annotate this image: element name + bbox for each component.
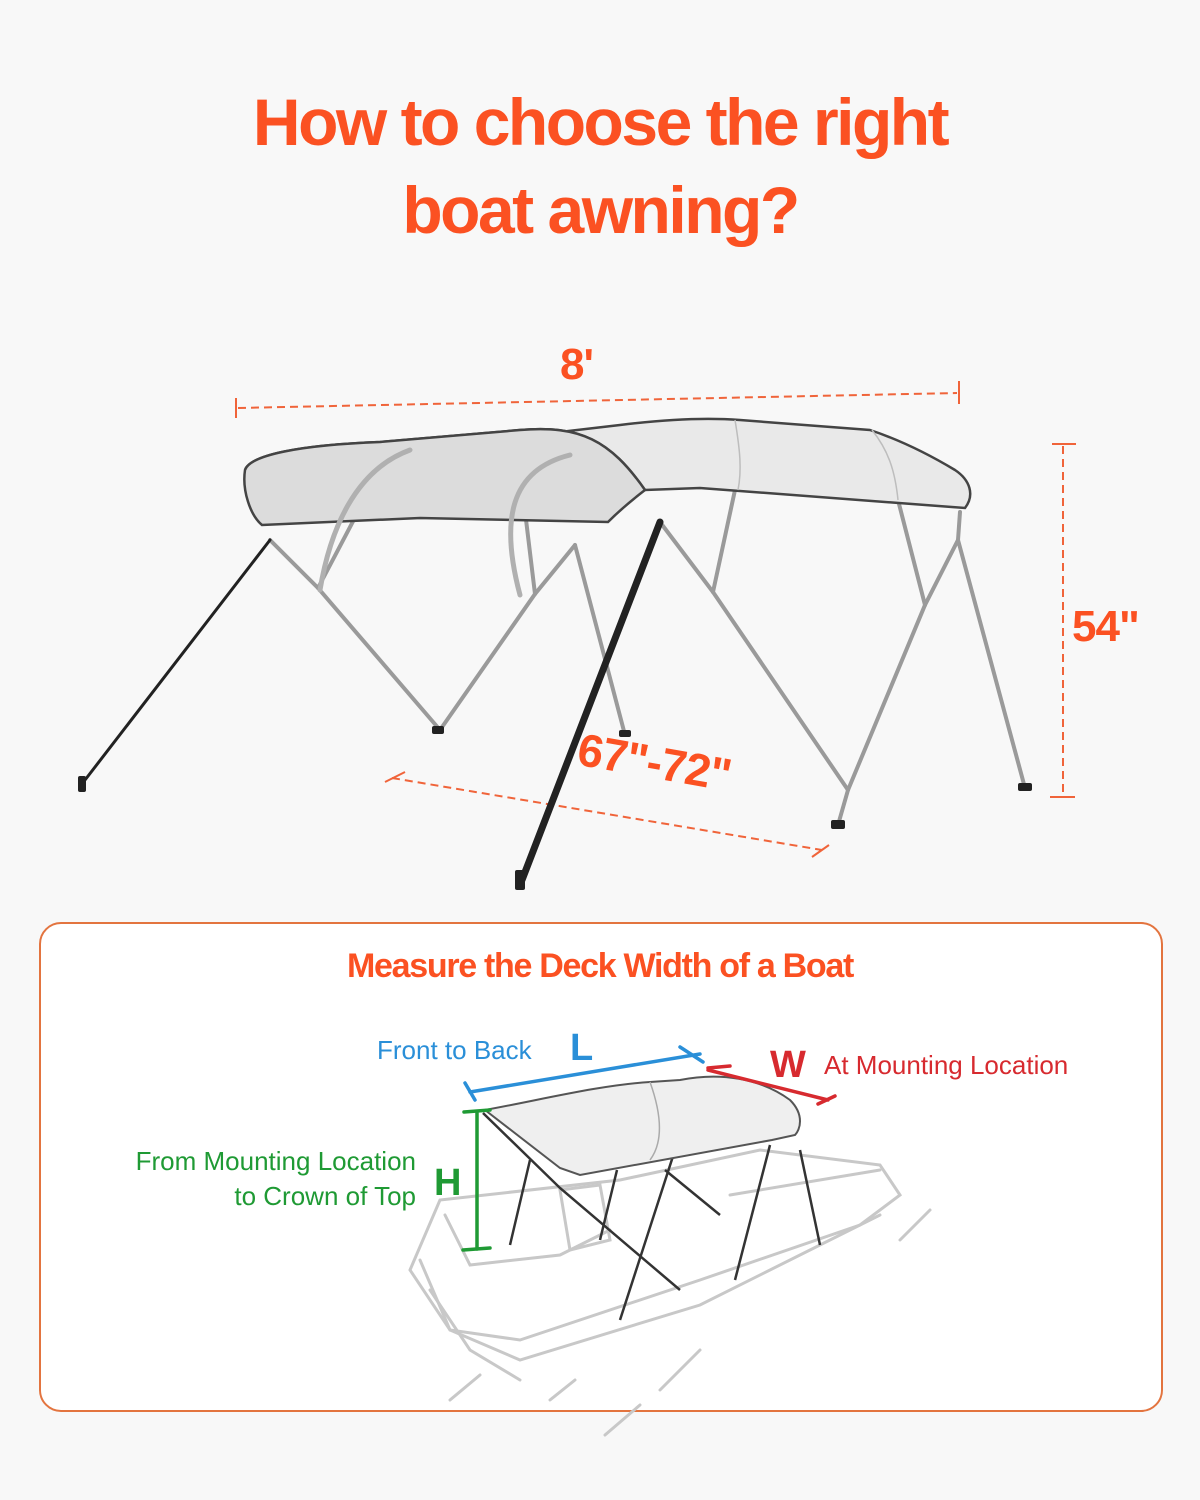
canopy xyxy=(243,417,972,527)
mounting-feet xyxy=(78,726,1032,890)
width-letter: W xyxy=(770,1044,806,1086)
title-line-1: How to choose the right xyxy=(252,85,950,159)
depth-dimension-line xyxy=(384,771,830,858)
page-title: How to choose the right boat awning? xyxy=(0,78,1200,254)
width-dimension-label: 8' xyxy=(560,340,594,389)
title-line-2: boat awning? xyxy=(402,173,800,247)
height-description-line-2: to Crown of Top xyxy=(234,1181,416,1211)
measure-card-title: Measure the Deck Width of a Boat xyxy=(347,947,854,985)
height-dimension-label: 54" xyxy=(1072,602,1140,651)
at-mounting-location-label: At Mounting Location xyxy=(824,1050,1069,1080)
canopy-bows xyxy=(317,447,573,598)
support-straps xyxy=(83,518,664,884)
bimini-top-illustration xyxy=(78,381,1076,890)
height-dimension-line xyxy=(1050,443,1076,798)
front-to-back-label: Front to Back xyxy=(377,1035,532,1065)
frame-poles xyxy=(268,468,1027,827)
height-description: From Mounting Location to Crown of Top xyxy=(80,1144,416,1214)
height-letter: H xyxy=(434,1162,462,1204)
width-dimension-line xyxy=(235,381,960,418)
height-description-line-1: From Mounting Location xyxy=(135,1146,416,1176)
length-letter: L xyxy=(570,1027,594,1069)
